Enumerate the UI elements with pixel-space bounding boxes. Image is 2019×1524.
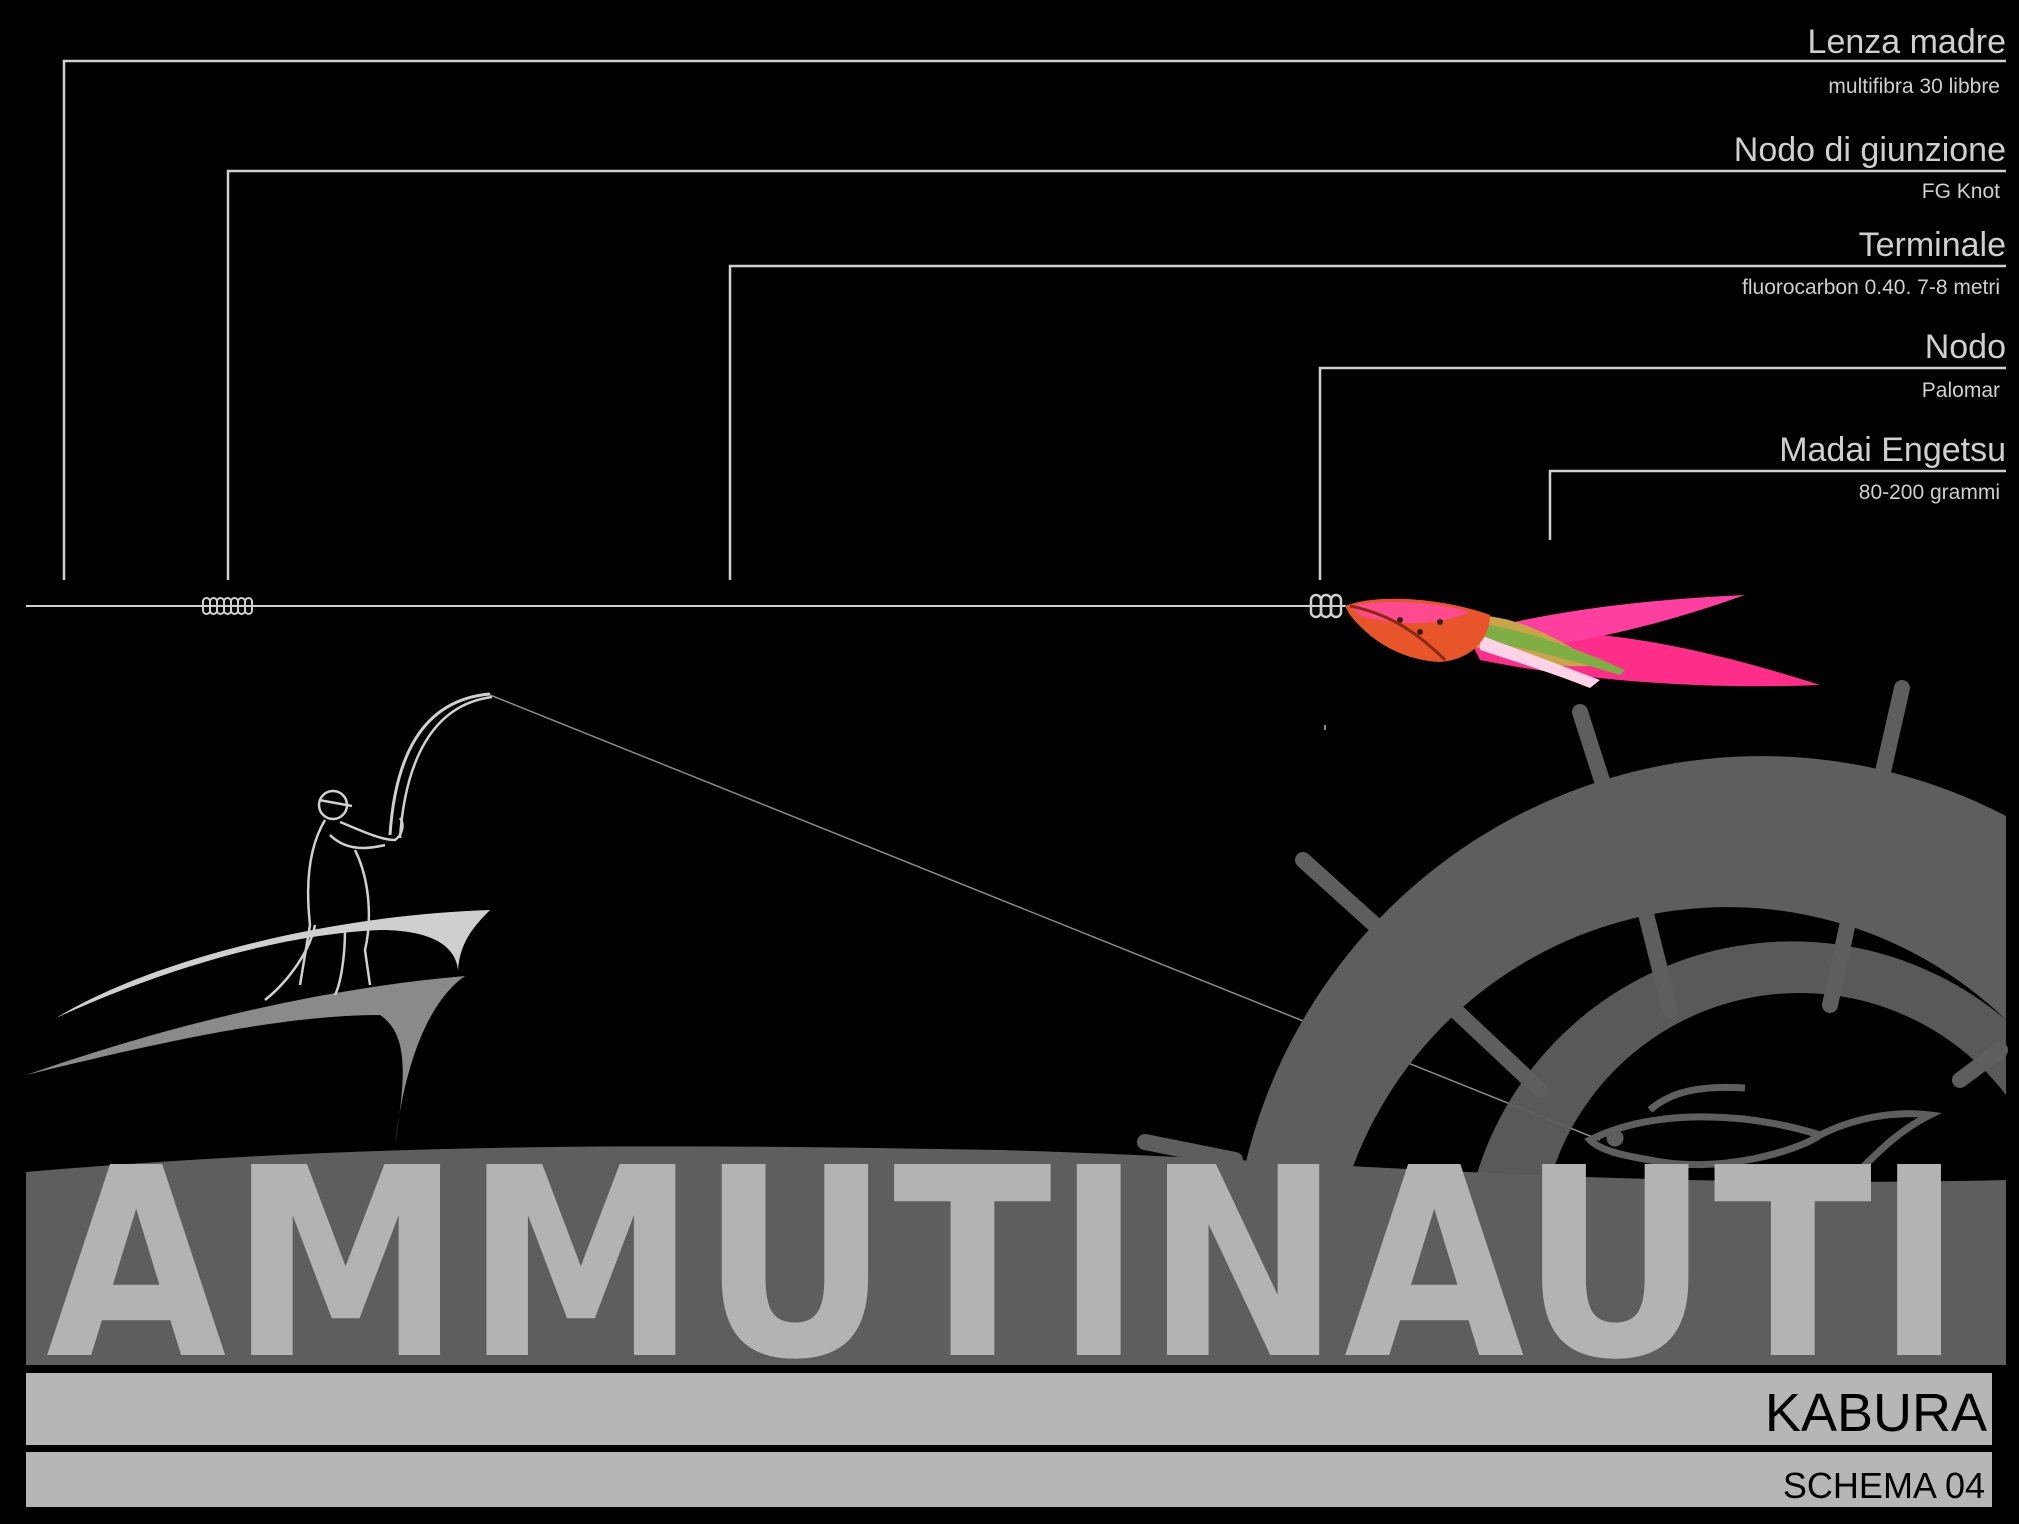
- kabura-lure-icon: [1324, 595, 1820, 730]
- footer-title: KABURA: [1765, 1383, 1987, 1443]
- water-band: [26, 1146, 2006, 1365]
- footer-band-bottom: [26, 1452, 1992, 1507]
- footer-band-top: [26, 1373, 1992, 1445]
- callout-nodo-giunzione: [226, 169, 2006, 580]
- boat-icon: [26, 910, 490, 1145]
- callout-madai-engetsu: [1548, 469, 2006, 540]
- ship-wheel-icon: [1137, 680, 2008, 1200]
- label-subtitle: multifibra 30 libbre: [1828, 75, 2000, 98]
- label-title: Madai Engetsu: [1779, 431, 2006, 469]
- cast-line: [489, 694, 1601, 1141]
- footer-subtitle: SCHEMA 04: [1783, 1465, 1985, 1506]
- callout-lenza-madre: [62, 59, 2006, 580]
- fish-icon: [1584, 1083, 1942, 1173]
- fisherman-icon: [264, 692, 493, 1001]
- label-subtitle: 80-200 grammi: [1859, 481, 2000, 504]
- label-subtitle: fluorocarbon 0.40. 7-8 metri: [1742, 276, 2000, 299]
- brand-name: AMMUTINAUTI: [46, 1112, 1966, 1417]
- callout-terminale: [728, 264, 2006, 580]
- callout-lines: [62, 59, 2006, 580]
- label-title: Nodo: [1925, 328, 2006, 366]
- callout-nodo: [1318, 366, 2006, 580]
- label-subtitle: FG Knot: [1922, 180, 2000, 203]
- label-subtitle: Palomar: [1922, 379, 2000, 402]
- knot-icon: [202, 597, 253, 615]
- label-title: Terminale: [1859, 226, 2006, 264]
- label-title: Lenza madre: [1808, 23, 2006, 61]
- labels: Lenza madre multifibra 30 libbre Nodo di…: [1734, 23, 2006, 504]
- knot-icon: [1309, 593, 1343, 619]
- fishing-line: [26, 593, 1346, 619]
- label-title: Nodo di giunzione: [1734, 131, 2006, 169]
